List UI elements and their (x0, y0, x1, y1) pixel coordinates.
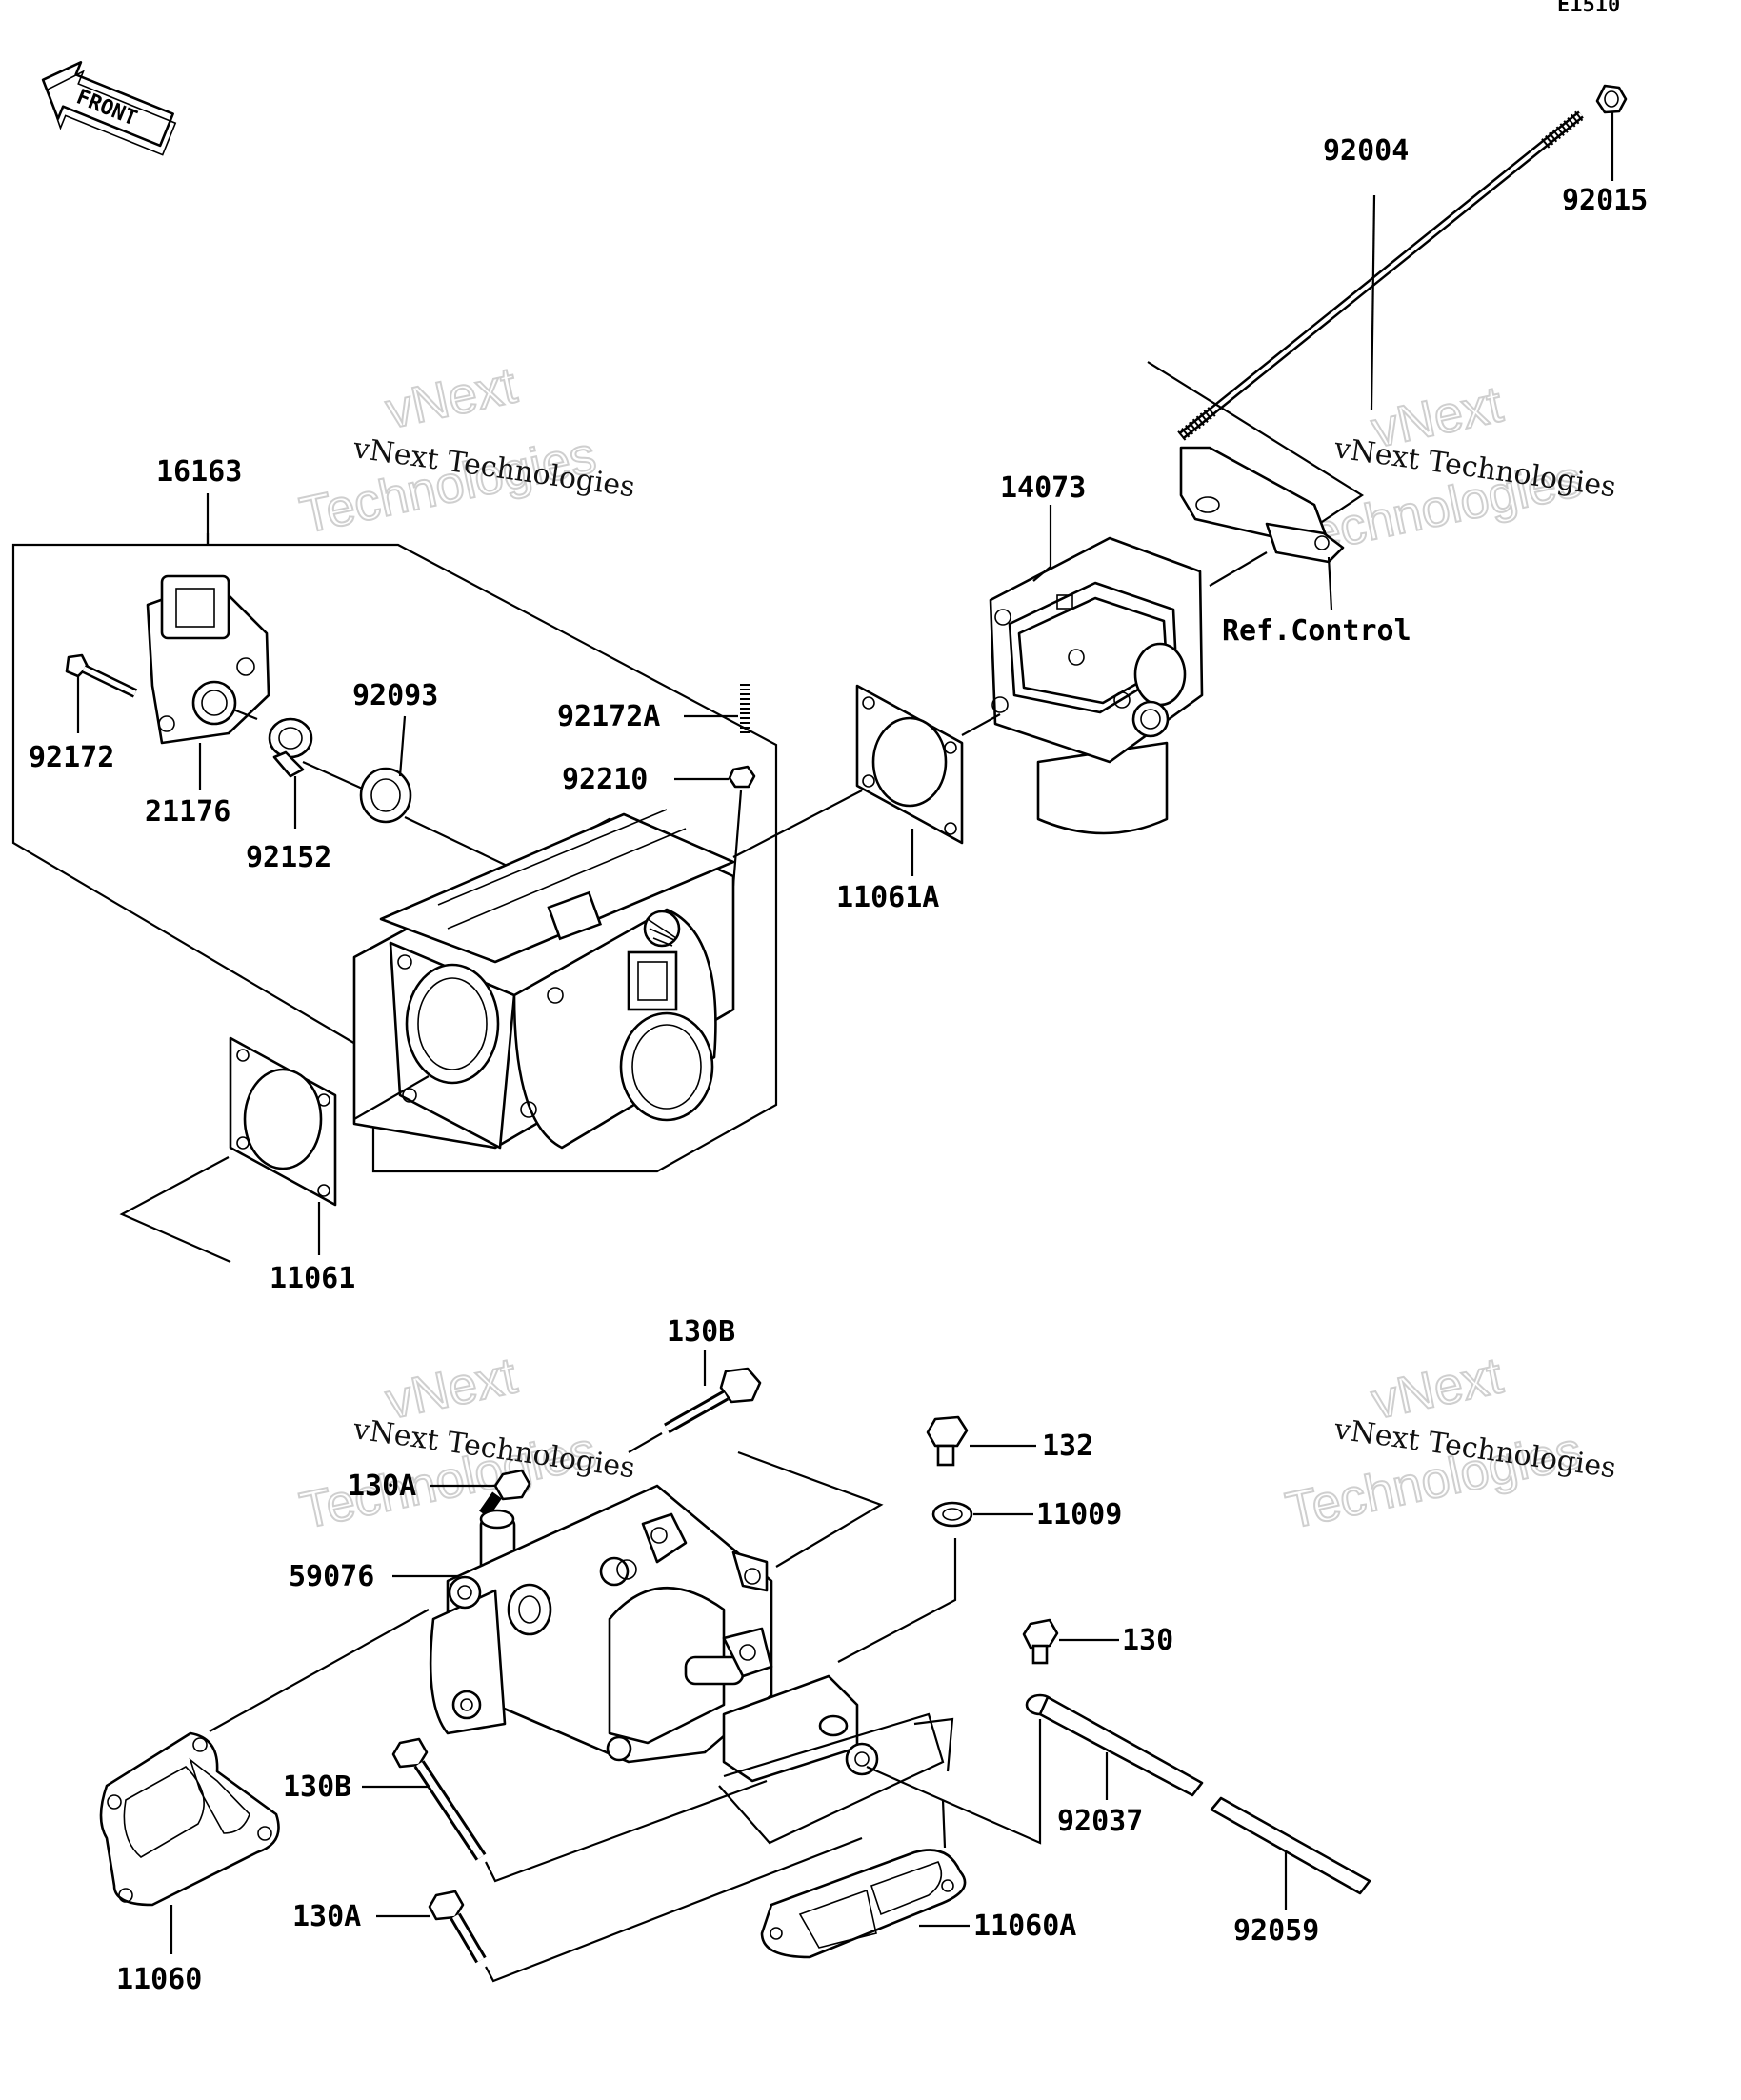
gasket-11061A (855, 684, 964, 845)
clamp-92037 (1025, 1693, 1204, 1797)
part-label-11060A: 11060A (973, 1910, 1076, 1943)
part-label-59076: 59076 (289, 1560, 374, 1593)
part-label-11061: 11061 (270, 1262, 355, 1295)
part-label-11061A: 11061A (836, 881, 939, 914)
part-label-92210: 92210 (562, 763, 648, 796)
gasket-11061 (229, 1036, 337, 1207)
part-label-130A-top: 130A (348, 1470, 416, 1503)
sensor-21176 (146, 574, 270, 745)
bolt-92172 (65, 653, 138, 698)
part-label-92172A: 92172A (557, 700, 660, 733)
watermark-bottom-right: vNext Technologies vNext Technologies (1280, 1346, 1618, 1540)
part-label-130: 130 (1122, 1624, 1173, 1657)
part-label-92172: 92172 (29, 741, 114, 774)
watermark-top-left: vNext Technologies vNext Technologies (294, 355, 637, 545)
clip-92152 (268, 717, 313, 778)
watermark-outline-vnext: vNext (381, 1347, 522, 1430)
gasket-11060A (760, 1849, 967, 1959)
part-label-92004: 92004 (1323, 134, 1409, 168)
o-ring-92093 (359, 767, 412, 824)
bolt-130B-top (664, 1367, 762, 1434)
part-label-92093: 92093 (352, 679, 438, 712)
ref-control-label: Ref.Control (1222, 614, 1411, 648)
part-label-92015: 92015 (1562, 184, 1648, 217)
watermark-outline-vnext: vNext (381, 356, 522, 439)
control-bracket (1179, 446, 1345, 564)
bolt-130 (1022, 1618, 1059, 1665)
part-label-92152: 92152 (246, 841, 331, 874)
front-arrow-icon: FRONT (41, 61, 177, 156)
rod-92059 (1210, 1796, 1371, 1895)
nut-92210 (728, 765, 756, 789)
diagram-code: E1510 (1557, 0, 1620, 17)
part-label-132: 132 (1042, 1430, 1093, 1463)
bolt-130B-bottom (391, 1737, 487, 1861)
part-label-130B-top: 130B (667, 1315, 735, 1349)
watermark-bottom-left: vNext Technologies vNext Technologies (294, 1346, 637, 1540)
part-label-130A-bottom: 130A (292, 1900, 361, 1933)
stud-bolt-92004 (1177, 110, 1585, 441)
washer-11009 (931, 1501, 973, 1528)
part-label-21176: 21176 (145, 795, 230, 829)
part-label-11009: 11009 (1036, 1498, 1122, 1531)
assembly-bracket-16163 (11, 543, 363, 1049)
part-label-16163: 16163 (156, 455, 242, 489)
intake-duct-14073 (989, 536, 1204, 835)
part-label-11060: 11060 (116, 1963, 202, 1996)
gasket-11060 (99, 1731, 280, 1907)
throttle-body (352, 809, 735, 1150)
bolt-130A-bottom (428, 1890, 487, 1964)
part-label-92059: 92059 (1233, 1914, 1319, 1948)
part-label-92037: 92037 (1057, 1805, 1143, 1838)
watermark-outline-vnext: vNext (1367, 1347, 1508, 1430)
nut-92015 (1595, 84, 1628, 114)
part-label-14073: 14073 (1000, 471, 1086, 505)
part-label-130B-bottom: 130B (283, 1770, 351, 1804)
intake-manifold (429, 1484, 879, 1783)
bolt-132 (926, 1415, 969, 1467)
